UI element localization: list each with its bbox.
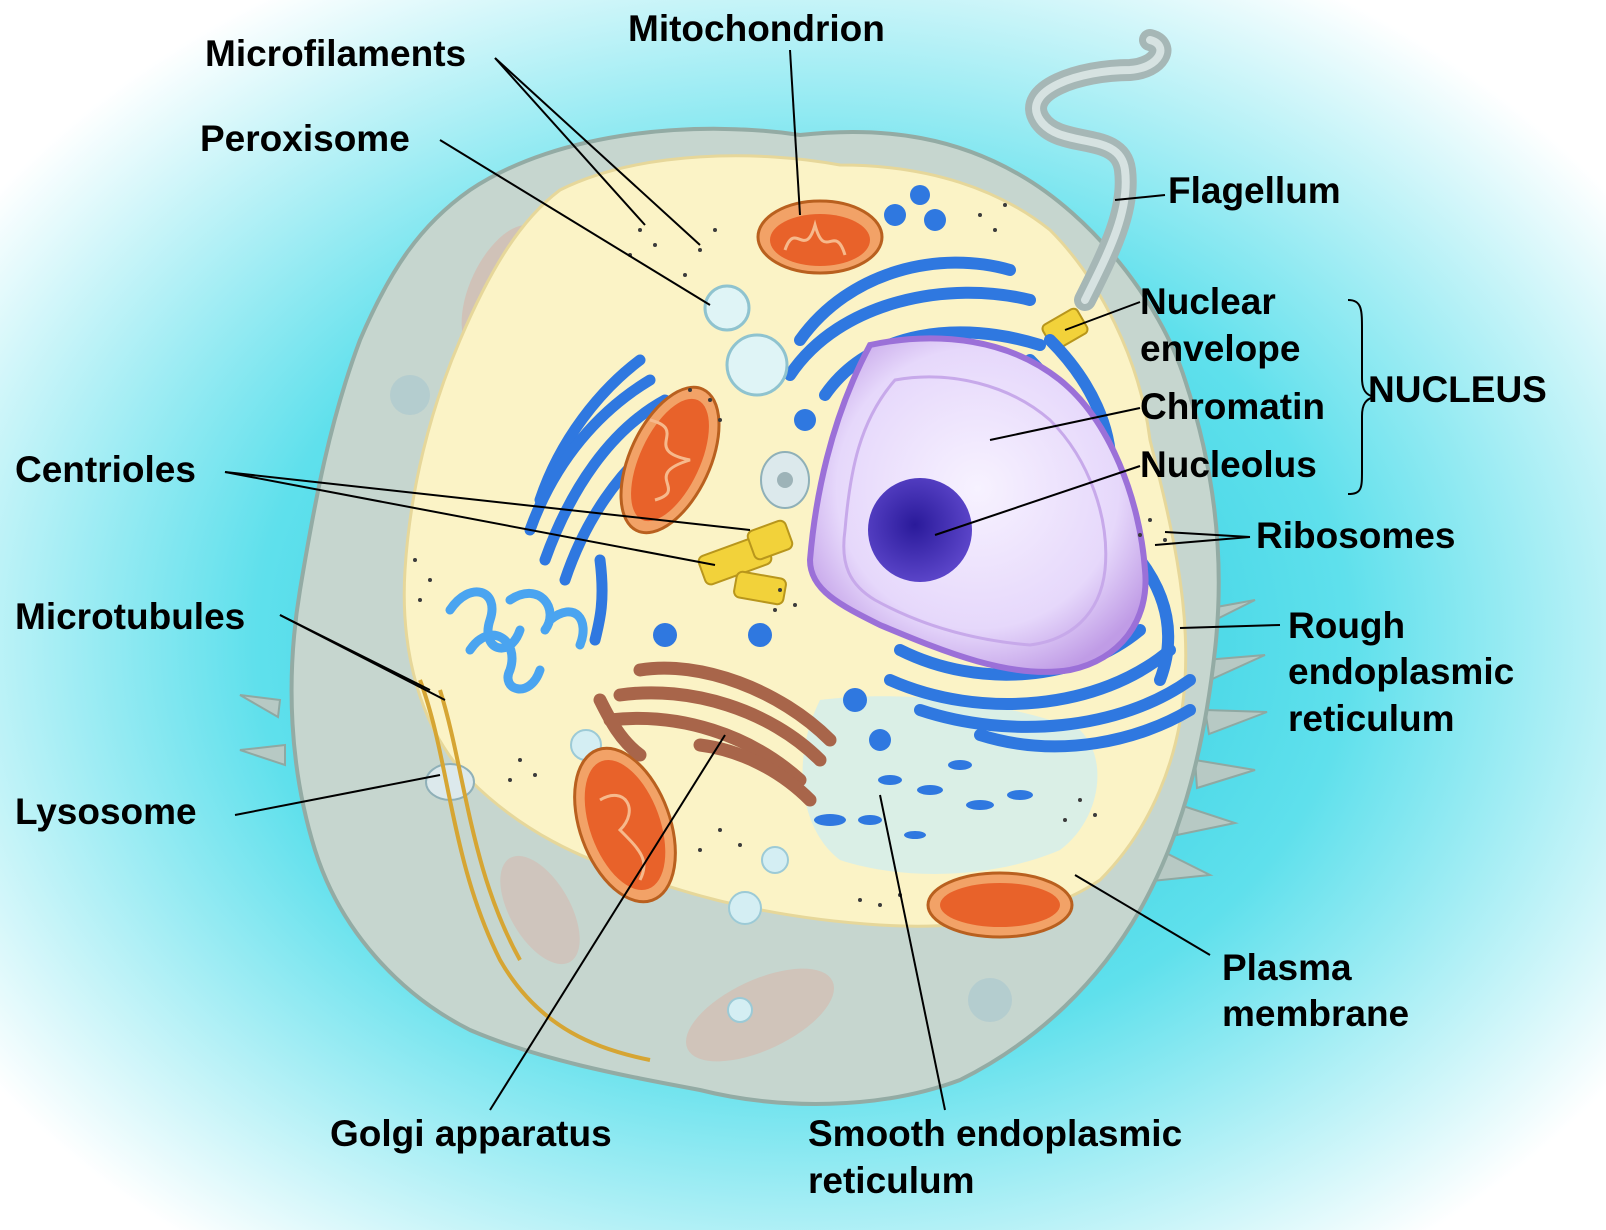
label-flagellum: Flagellum [1168, 167, 1341, 215]
label-mitochondrion: Mitochondrion [628, 5, 885, 53]
label-rough-er-line3: reticulum [1288, 695, 1455, 743]
label-ribosomes: Ribosomes [1256, 512, 1455, 560]
label-centrioles: Centrioles [15, 446, 196, 494]
label-rough-er-line1: Rough [1288, 602, 1405, 650]
label-microtubules: Microtubules [15, 593, 245, 641]
label-smooth-er-line2: reticulum [808, 1157, 975, 1205]
label-chromatin: Chromatin [1140, 383, 1325, 431]
label-smooth-er-line1: Smooth endoplasmic [808, 1110, 1182, 1158]
label-plasma-membrane-line2: membrane [1222, 990, 1409, 1038]
label-microfilaments: Microfilaments [205, 30, 466, 78]
nucleolus-organelle [868, 478, 972, 582]
label-plasma-membrane-line1: Plasma [1222, 944, 1352, 992]
label-nuclear-envelope-line1: Nuclear [1140, 278, 1276, 326]
label-lysosome: Lysosome [15, 788, 197, 836]
faint-vesicle [390, 375, 430, 415]
mitochondrion-bottom-right [928, 873, 1072, 937]
label-nucleus: NUCLEUS [1368, 366, 1547, 414]
label-golgi-apparatus: Golgi apparatus [330, 1110, 612, 1158]
mitochondrion-top [758, 201, 882, 273]
label-nuclear-envelope-line2: envelope [1140, 325, 1300, 373]
label-nucleolus: Nucleolus [1140, 441, 1317, 489]
label-peroxisome: Peroxisome [200, 115, 410, 163]
faint-vesicle [968, 978, 1012, 1022]
label-rough-er-line2: endoplasmic [1288, 648, 1514, 696]
